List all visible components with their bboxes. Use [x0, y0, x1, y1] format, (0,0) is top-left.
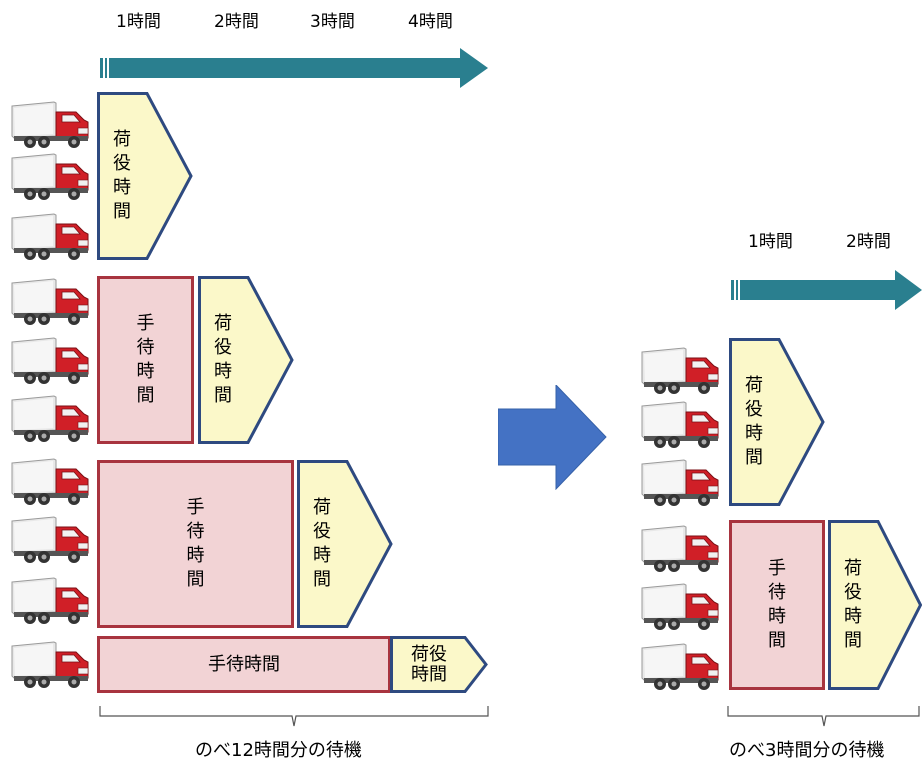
cargo-time-label: 荷役時間 [313, 497, 331, 590]
cargo-time-label: 荷役時間 [214, 313, 232, 406]
truck-icon [10, 455, 92, 507]
truck-icon [640, 640, 722, 692]
truck-icon [640, 398, 722, 450]
wait-time-label: 手待時間 [136, 313, 155, 406]
truck-icon [640, 456, 722, 508]
wait-time-block: 手待時間 [97, 636, 391, 693]
truck-icon [640, 580, 722, 632]
wait-time-block: 手待時間 [97, 276, 194, 444]
wait-time-block: 手待時間 [729, 520, 825, 690]
right-hour-2: 2時間 [846, 232, 891, 252]
cargo-time-block: 荷役時間 [198, 276, 294, 444]
cargo-time-label: 荷役時間 [745, 375, 763, 468]
truck-icon [640, 344, 722, 396]
cargo-time-label: 荷役時間 [113, 129, 131, 222]
truck-icon [10, 392, 92, 444]
right-span-brace [727, 706, 920, 727]
wait-time-block: 手待時間 [97, 460, 294, 628]
right-timeline-arrow [731, 270, 922, 310]
cargo-time-block: 荷役 時間 [390, 636, 488, 693]
cargo-time-block: 荷役時間 [729, 338, 825, 506]
truck-icon [10, 513, 92, 565]
left-timeline-arrow [100, 48, 488, 88]
cargo-time-label: 荷役 時間 [411, 643, 447, 685]
left-span-brace [99, 706, 489, 727]
truck-icon [10, 638, 92, 690]
right-total-caption: のべ3時間分の待機 [729, 740, 885, 761]
wait-time-label: 手待時間 [208, 653, 280, 675]
truck-icon [10, 334, 92, 386]
truck-icon [10, 150, 92, 202]
truck-icon [10, 574, 92, 626]
truck-icon [10, 275, 92, 327]
left-hour-4: 4時間 [408, 12, 453, 32]
cargo-time-label: 荷役時間 [844, 558, 862, 651]
cargo-time-block: 荷役時間 [97, 92, 193, 260]
truck-icon [640, 522, 722, 574]
left-total-caption: のべ12時間分の待機 [195, 740, 362, 761]
truck-icon [10, 98, 92, 150]
cargo-time-block: 荷役時間 [828, 520, 922, 690]
transition-arrow-icon [498, 385, 607, 490]
left-hour-3: 3時間 [310, 12, 355, 32]
wait-time-label: 手待時間 [768, 558, 786, 651]
cargo-time-block: 荷役時間 [297, 460, 393, 628]
left-hour-2: 2時間 [214, 12, 259, 32]
right-hour-1: 1時間 [748, 232, 793, 252]
truck-icon [10, 210, 92, 262]
left-hour-1: 1時間 [116, 12, 161, 32]
wait-time-label: 手待時間 [186, 497, 205, 590]
